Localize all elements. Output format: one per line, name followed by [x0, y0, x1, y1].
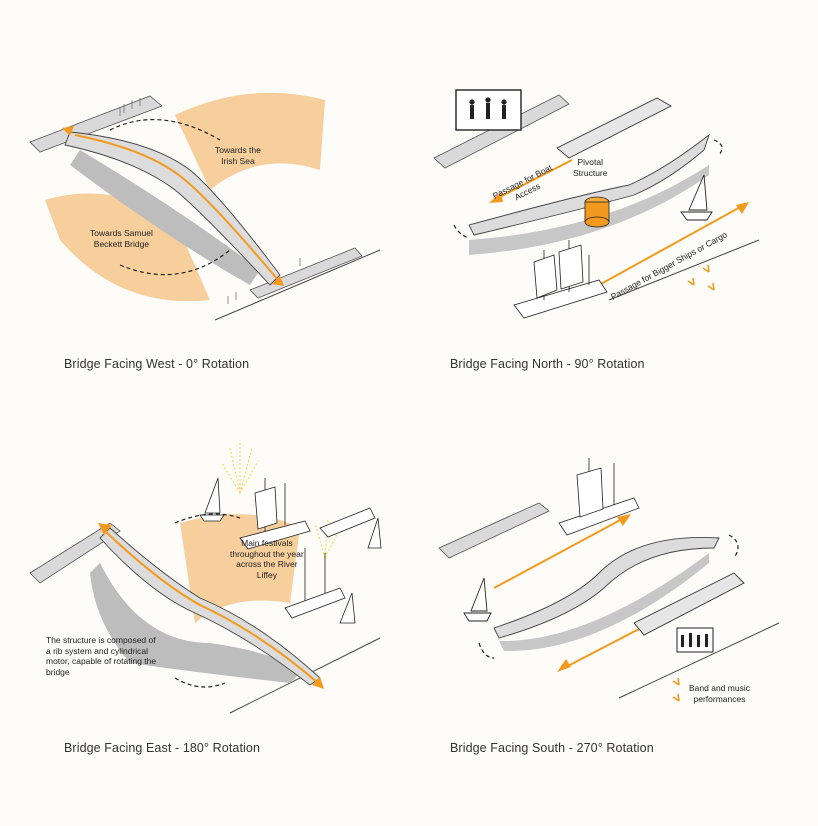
north-quay	[29, 95, 163, 153]
screen-icon	[455, 89, 522, 131]
sailboat-icon	[470, 577, 488, 612]
people-figures	[119, 98, 301, 304]
bridge-path	[104, 530, 319, 684]
panel-south: Band and music performances Bridge Facin…	[409, 413, 818, 826]
barge-icon	[633, 572, 745, 636]
bridge-shadow	[469, 165, 709, 255]
panel-west: Towards the Irish Sea Towards Samuel Bec…	[0, 0, 409, 413]
rotation-arc-bottom	[119, 249, 231, 276]
direction-arrows	[687, 264, 715, 291]
bridge-shadow	[499, 553, 709, 652]
audience-icon	[469, 97, 507, 119]
east-caption: Bridge Facing East - 180° Rotation	[64, 741, 261, 755]
east-diagram	[29, 443, 382, 714]
bridge-deck	[99, 527, 321, 686]
structure-note: The structure is composed of a rib syste…	[46, 635, 157, 677]
bridge-deck	[493, 537, 720, 639]
rotation-arc-top	[109, 119, 221, 141]
sailboat-icon	[199, 477, 382, 624]
sailboat-icon	[688, 174, 708, 211]
bridge-shadow	[90, 563, 300, 683]
south-quay	[249, 247, 363, 299]
tall-ship-icon	[513, 240, 608, 319]
sea-sector	[175, 92, 325, 190]
river-edge	[214, 249, 381, 321]
north-caption: Bridge Facing North - 90° Rotation	[450, 357, 645, 371]
upstream-arrow	[493, 517, 625, 589]
barge-icon	[319, 507, 376, 538]
direction-arrows	[672, 677, 680, 702]
festivals-note: Main festivals throughout the year acros…	[230, 538, 304, 580]
tall-ship-icon	[239, 478, 346, 619]
boat-passage-arrow	[493, 159, 573, 201]
bridge-path	[74, 134, 279, 281]
bridge-deck	[468, 133, 710, 236]
river-edge	[608, 239, 760, 301]
south-caption: Bridge Facing South - 270° Rotation	[450, 741, 654, 755]
north-quay	[29, 522, 121, 584]
river-edge	[618, 622, 780, 699]
bridge-deck	[64, 131, 281, 286]
band-note: Band and music performances	[689, 683, 750, 704]
barge-icon	[556, 97, 672, 159]
panel-east: Main festivals throughout the year acros…	[0, 413, 409, 826]
arrow-east-end	[272, 276, 284, 286]
south-diagram	[438, 458, 780, 702]
pivot-note: Pivotal Structure	[573, 157, 608, 178]
beckett-note: Towards Samuel Beckett Bridge	[90, 228, 153, 249]
north-quay	[438, 502, 550, 559]
ship-passage-arrow	[598, 204, 745, 286]
bridge-shadow	[70, 150, 260, 285]
panel-north: Passage for Boat Access Pivotal Structur…	[409, 0, 818, 413]
arrow-west-end	[62, 126, 74, 136]
west-caption: Bridge Facing West - 0° Rotation	[64, 357, 250, 371]
north-diagram	[433, 89, 760, 319]
west-diagram	[29, 92, 381, 321]
sea-note: Towards the Irish Sea	[215, 145, 261, 166]
tall-ship-icon	[558, 458, 640, 536]
